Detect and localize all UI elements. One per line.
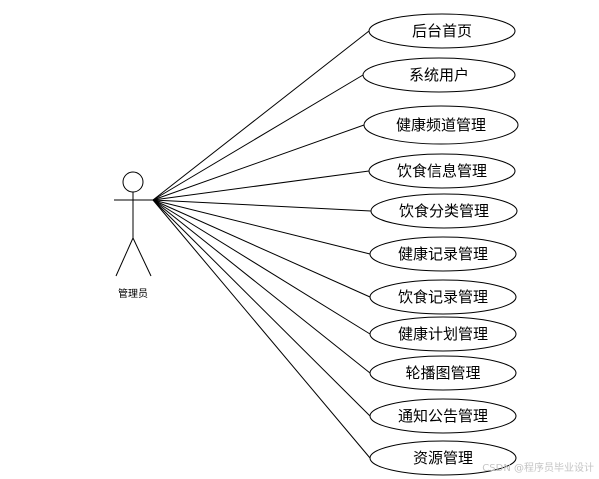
use-case: 健康计划管理: [369, 316, 517, 352]
association-line: [152, 199, 371, 335]
association-line: [152, 30, 370, 201]
use-case-label: 系统用户: [409, 66, 469, 84]
association-line: [152, 170, 370, 201]
use-case-ellipse: [369, 316, 517, 352]
association-line: [152, 124, 365, 201]
use-case: 饮食分类管理: [370, 193, 518, 229]
actor-administrator: 管理员: [114, 171, 153, 300]
use-case-ellipse: [362, 57, 516, 93]
use-case-ellipse: [369, 279, 517, 315]
use-case: 健康记录管理: [369, 236, 517, 272]
use-case-ellipse: [363, 105, 519, 145]
association-line: [152, 199, 371, 459]
use-case-label: 轮播图管理: [405, 364, 480, 382]
use-case-label: 健康计划管理: [398, 325, 488, 343]
use-case-label: 健康频道管理: [396, 116, 486, 134]
association-line: [152, 199, 371, 417]
association-line: [152, 199, 371, 298]
use-case-ellipse: [368, 153, 516, 189]
watermark: CSDN @程序员毕业设计: [482, 461, 594, 474]
use-case: 通知公告管理: [369, 398, 517, 434]
use-case-ellipse: [369, 355, 517, 391]
use-case-label: 资源管理: [413, 449, 473, 467]
use-case-label: 饮食信息管理: [397, 162, 487, 180]
actor-left-leg: [115, 237, 134, 277]
use-case-label: 健康记录管理: [398, 245, 488, 263]
use-case-list: 后台首页系统用户健康频道管理饮食信息管理饮食分类管理健康记录管理饮食记录管理健康…: [362, 13, 519, 476]
association-lines: [152, 30, 372, 459]
use-case-label: 后台首页: [412, 22, 472, 40]
use-case: 后台首页: [368, 13, 516, 49]
actor-head: [122, 171, 144, 193]
association-line: [152, 199, 372, 212]
association-line: [152, 199, 371, 255]
use-case: 系统用户: [362, 57, 516, 93]
use-case-ellipse: [369, 236, 517, 272]
use-case-ellipse: [369, 440, 517, 476]
use-case-label: 饮食分类管理: [399, 202, 489, 220]
use-case: 健康频道管理: [363, 105, 519, 145]
actor-label: 管理员: [118, 287, 148, 300]
actor-right-leg: [132, 237, 152, 277]
use-case: 饮食记录管理: [369, 279, 517, 315]
use-case: 饮食信息管理: [368, 153, 516, 189]
use-case-ellipse: [370, 193, 518, 229]
use-case: 轮播图管理: [369, 355, 517, 391]
use-case-label: 通知公告管理: [398, 407, 488, 425]
use-case: 资源管理: [369, 440, 517, 476]
association-line: [152, 74, 364, 201]
association-line: [152, 199, 371, 374]
use-case-ellipse: [369, 398, 517, 434]
use-case-label: 饮食记录管理: [398, 288, 488, 306]
use-case-ellipse: [368, 13, 516, 49]
